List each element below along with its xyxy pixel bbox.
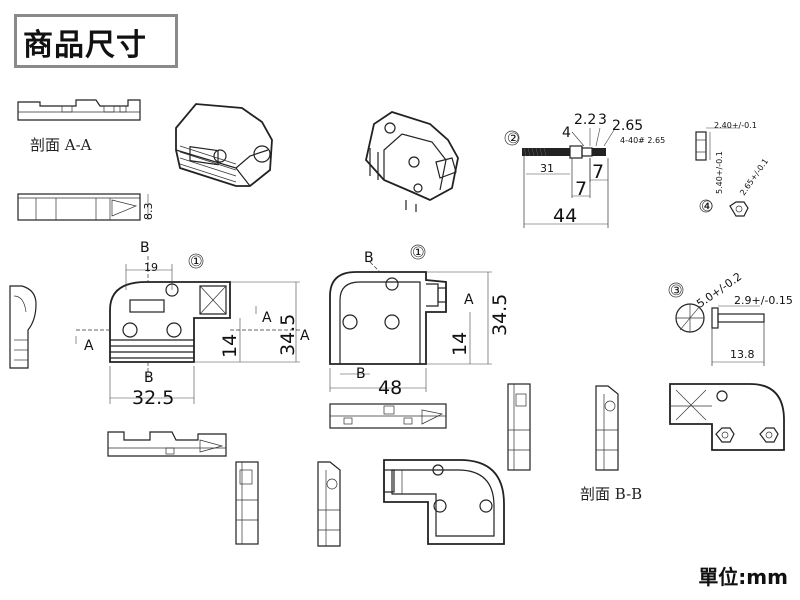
part-number-1b: ①	[412, 245, 425, 261]
marker-a-left-far: A	[300, 328, 310, 344]
page-title: 商品尺寸	[23, 28, 147, 63]
dim-screw-31: 31	[540, 162, 554, 175]
bottom-right-hood	[669, 383, 785, 451]
dim-left-34-5: 34.5	[277, 314, 299, 356]
iso-view-closed	[175, 103, 273, 187]
dim-screw-2-65: 2.65	[612, 118, 643, 134]
bottom-vertical-piece-1	[235, 461, 259, 545]
dim-nut-2-65: 2.65+/-0.1	[738, 157, 770, 197]
left-front-view	[75, 256, 300, 404]
dim-right-14: 14	[449, 332, 471, 356]
dim-screw-2-2: 2.2	[574, 112, 596, 128]
dim-left-14: 14	[219, 334, 241, 358]
bottom-flat-piece-1	[107, 431, 227, 457]
marker-b-bottom-right: B	[356, 366, 366, 382]
dim-screw-7b: 7	[592, 161, 604, 183]
part-number-1b-circle	[410, 244, 426, 260]
dim-pin-2-9: 2.9+/-0.15	[734, 294, 793, 307]
part-number-1a: ①	[190, 254, 203, 270]
part-number-3: ③	[670, 283, 683, 299]
dim-nut-2-40: 2.40+/-0.1	[714, 121, 757, 130]
part-number-4: ④	[701, 199, 714, 215]
dim-screw-44: 44	[553, 205, 577, 227]
marker-b-top-right: B	[364, 250, 374, 266]
dim-left-32-5: 32.5	[132, 387, 174, 409]
marker-a-left: A	[84, 338, 94, 354]
pin-drawing	[668, 282, 765, 366]
dim-screw-4: 4	[562, 125, 571, 141]
marker-a-right: A	[464, 292, 474, 308]
right-vertical-piece-1	[507, 383, 531, 471]
right-vertical-piece-2	[595, 385, 619, 471]
dim-screw-thread: 4-40# 2.65	[620, 136, 665, 145]
section-bb-label: 剖面 B-B	[580, 485, 642, 503]
unit-label: 單位:mm	[698, 565, 788, 589]
dim-left-19: 19	[144, 261, 158, 274]
section-aa-profile	[17, 99, 141, 121]
marker-a-left-right: A	[262, 310, 272, 326]
part-number-1a-circle	[188, 253, 204, 269]
dim-nut-5-40: 5.40+/-0.1	[715, 151, 724, 194]
marker-b-top-left: B	[140, 240, 150, 256]
dim-pin-13-8: 13.8	[730, 348, 755, 361]
nut-drawing	[695, 127, 749, 217]
iso-view-open	[365, 111, 459, 212]
side-view-83	[17, 193, 149, 221]
dim-right-48: 48	[378, 377, 402, 399]
dim-screw-7a: 7	[575, 178, 587, 200]
screw-drawing	[504, 127, 615, 228]
marker-b-bottom-left: B	[144, 370, 154, 386]
dim-right-34-5: 34.5	[489, 294, 511, 336]
bottom-vertical-piece-2	[317, 461, 341, 547]
bottom-open-view	[383, 459, 505, 545]
right-front-view	[329, 261, 492, 392]
part-number-2: ②	[507, 131, 520, 147]
left-side-piece	[9, 285, 37, 369]
section-aa-label: 剖面 A-A	[30, 136, 92, 154]
title-box: 商品尺寸	[14, 14, 178, 68]
dim-screw-3: 3	[598, 112, 607, 128]
dim-side-height: 8.3	[142, 203, 155, 221]
middle-flat-piece	[329, 403, 447, 429]
